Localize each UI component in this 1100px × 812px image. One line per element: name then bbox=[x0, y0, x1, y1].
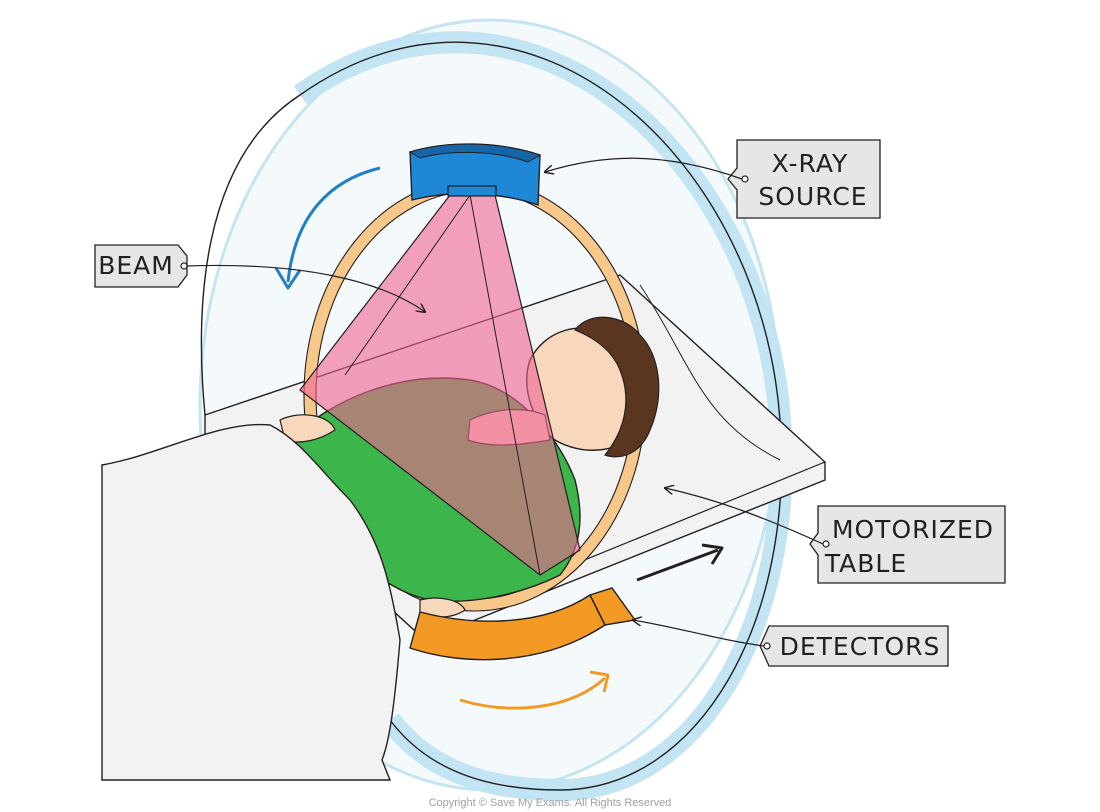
copyright-notice: Copyright © Save My Exams. All Rights Re… bbox=[428, 797, 672, 809]
label-x-ray-source: X-RAY SOURCE bbox=[545, 139, 881, 219]
label-motorized-table-line1: MOTORIZED bbox=[832, 515, 994, 544]
label-beam-text: BEAM bbox=[98, 251, 174, 280]
x-ray-source bbox=[408, 143, 542, 206]
foreground-blanket bbox=[101, 423, 401, 781]
label-motorized-table-line2: TABLE bbox=[824, 549, 907, 578]
label-detectors: DETECTORS bbox=[633, 620, 949, 667]
label-motorized-table: MOTORIZED TABLE bbox=[665, 488, 1006, 584]
rotation-arrows bbox=[274, 166, 724, 710]
detectors bbox=[409, 587, 637, 661]
patient-hair bbox=[574, 316, 660, 458]
label-beam: BEAM bbox=[94, 244, 425, 312]
label-detectors-text: DETECTORS bbox=[780, 632, 941, 661]
label-x-ray-source-line2: SOURCE bbox=[758, 182, 867, 211]
label-x-ray-source-line1: X-RAY bbox=[772, 149, 849, 178]
